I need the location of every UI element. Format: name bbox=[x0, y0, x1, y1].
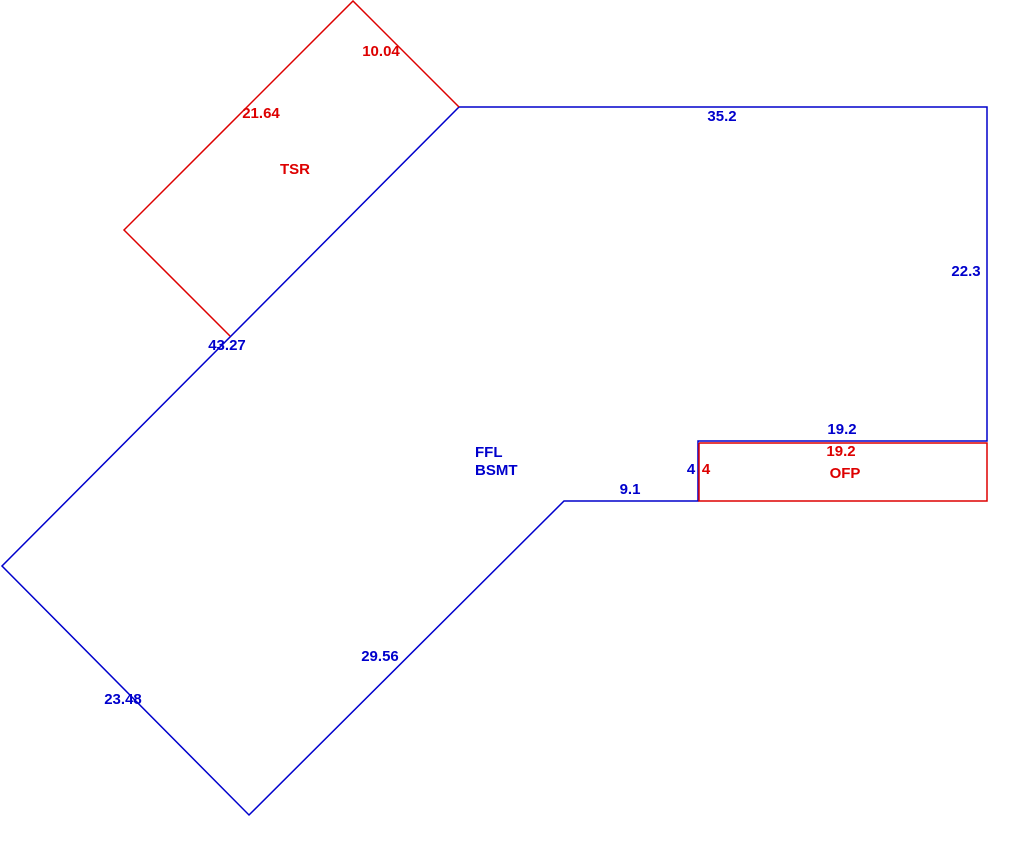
dim-main-upper-diagonal: 43.27 bbox=[208, 337, 246, 354]
dim-main-step-top: 19.2 bbox=[827, 421, 856, 438]
dim-main-step-bottom: 9.1 bbox=[620, 481, 641, 498]
dim-ofp-side: 4 bbox=[702, 461, 711, 478]
main-area-label-bsmt: BSMT bbox=[475, 462, 518, 479]
main-area-label-ffl: FFL bbox=[475, 444, 503, 461]
dim-tsr-side: 21.64 bbox=[242, 105, 280, 122]
dim-ofp-top: 19.2 bbox=[826, 443, 855, 460]
dim-main-bottom-left: 23.48 bbox=[104, 691, 142, 708]
tsr-outline bbox=[122, 0, 460, 337]
tsr-label: TSR bbox=[280, 161, 310, 178]
dim-tsr-top: 10.04 bbox=[362, 43, 400, 60]
dim-main-right: 22.3 bbox=[951, 263, 980, 280]
main-floor-outline bbox=[0, 106, 988, 817]
ofp-outline bbox=[698, 442, 988, 502]
dim-main-lower-diagonal: 29.56 bbox=[361, 648, 399, 665]
ofp-label: OFP bbox=[830, 465, 861, 482]
dim-main-top: 35.2 bbox=[707, 108, 736, 125]
dim-main-step-vertical: 4 bbox=[687, 461, 696, 478]
